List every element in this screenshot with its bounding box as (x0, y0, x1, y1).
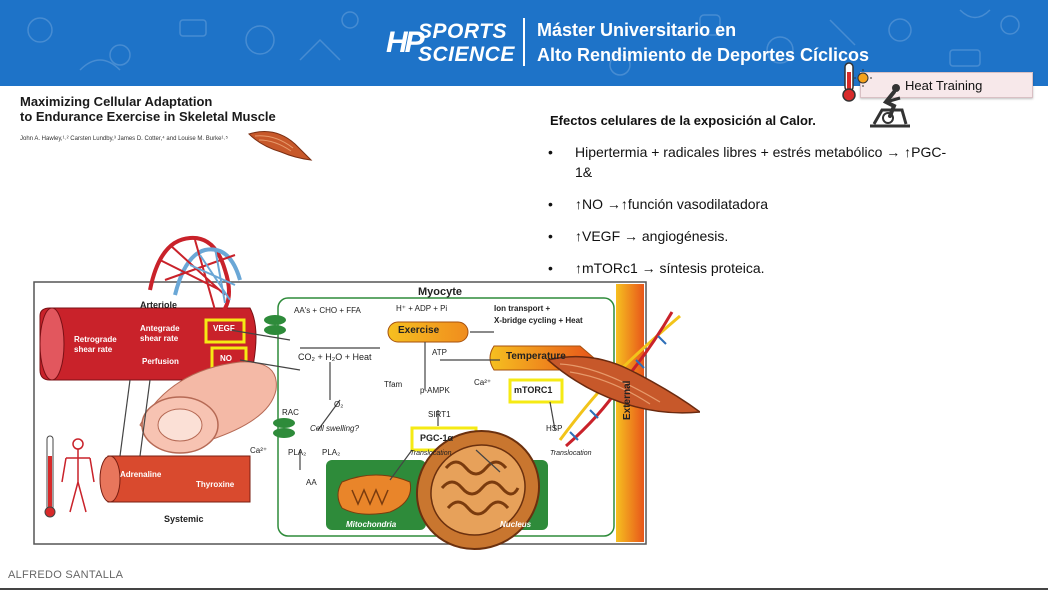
logo-line-2: SCIENCE (418, 43, 515, 66)
bullet: • (548, 196, 553, 212)
o2-label: O₂ (334, 400, 344, 409)
heat-training-label: Heat Training (905, 78, 983, 93)
header-banner: HP SPORTS SCIENCE Máster Universitario e… (0, 0, 1048, 86)
atp-label: ATP (432, 348, 447, 357)
header-divider (523, 18, 525, 66)
exercise-label: Exercise (398, 325, 440, 336)
xbridge-label: X-bridge cycling + Heat (494, 316, 583, 325)
cell-swelling-label: Cell swelling? (310, 424, 359, 433)
logo-mark: HP (386, 26, 425, 59)
external-label: External (622, 380, 633, 420)
thyroxine-label: Thyroxine (196, 480, 235, 489)
cyclist-icon (870, 84, 910, 128)
co2-h2o-heat-label: CO₂ + H₂O + Heat (298, 352, 372, 362)
translocation-right-label: Translocation (550, 450, 592, 457)
master-title-line-1: Máster Universitario en (537, 20, 737, 40)
aa-cho-ffa-label: AA's + CHO + FFA (294, 306, 361, 315)
ca2-left-label: Ca²⁺ (250, 446, 268, 455)
effect-text: ↑VEGF → angiogénesis. (575, 228, 729, 244)
effects-list: • Hipertermia + radicales libres + estrés… (548, 142, 948, 290)
mtorc1-label: mTORC1 (514, 385, 553, 395)
systemic-label: Systemic (164, 514, 204, 524)
temperature-label: Temperature (506, 351, 566, 362)
effect-item: • ↑VEGF → angiogénesis. (548, 226, 948, 246)
aa-label: AA (306, 478, 317, 487)
bullet: • (548, 228, 553, 244)
cellular-adaptation-figure: Myocyte Arteriole Retrograde shear rate … (0, 220, 700, 560)
sports-science-logo: HP SPORTS SCIENCE (386, 18, 515, 68)
effect-item: • ↑mTORc1 → síntesis proteica. (548, 258, 948, 278)
antegrade-label: Antegrade shear rate (140, 324, 180, 343)
mitochondria-label: Mitochondria (346, 520, 397, 529)
heat-training-tab[interactable]: Heat Training (860, 72, 1033, 98)
bullet: • (548, 260, 553, 276)
footer-line (0, 588, 1048, 590)
tfam-label: Tfam (384, 380, 403, 389)
paper-authors: John A. Hawley,¹˒² Carsten Lundby,³ Jame… (20, 136, 228, 142)
sport-pattern-background (27, 9, 1020, 76)
perfusion-label: Perfusion (142, 357, 179, 366)
paper-title-line-2: to Endurance Exercise in Skeletal Muscle (20, 109, 276, 124)
effect-text: Hipertermia + radicales libres + estrés … (575, 144, 947, 180)
paper-title: Maximizing Cellular Adaptation to Endura… (20, 94, 320, 124)
p-ampk-label: p-AMPK (420, 386, 450, 395)
arteriole-label: Arteriole (140, 300, 178, 310)
paper-title-line-1: Maximizing Cellular Adaptation (20, 94, 213, 109)
figure-graphics (33, 235, 700, 551)
pgc1a-label: PGC-1α (420, 433, 454, 443)
myocyte-label: Myocyte (418, 286, 463, 298)
muscle-icon (248, 131, 313, 161)
effect-item: • ↑NO →↑función vasodilatadora (548, 194, 948, 214)
nucleus-label: Nucleus (500, 520, 532, 529)
thermometer-icon (842, 62, 872, 102)
rac-label: RAC (282, 408, 299, 417)
no-label: NO (220, 354, 232, 363)
author-name: ALFREDO SANTALLA (8, 569, 124, 581)
translocation-left-label: Translocation (410, 450, 452, 457)
hsp-label: HSP (546, 424, 563, 433)
effect-text: ↑mTORc1 → síntesis proteica. (575, 260, 765, 276)
logo-line-1: SPORTS (418, 20, 507, 43)
h-adp-pi-label: H⁺ + ADP + Pi (396, 304, 448, 313)
effects-title: Efectos celulares de la exposición al Ca… (550, 113, 816, 128)
effect-text: ↑NO →↑función vasodilatadora (575, 196, 768, 212)
effect-item: • Hipertermia + radicales libres + estrés… (548, 142, 948, 182)
ca2-right-label: Ca²⁺ (474, 378, 492, 387)
master-title: Máster Universitario en Alto Rendimiento… (537, 18, 869, 68)
pla2-label-b: PLA₂ (322, 448, 341, 457)
bullet: • (548, 144, 553, 160)
ion-transport-label: Ion transport + (494, 304, 551, 313)
retrograde-label: Retrograde shear rate (74, 335, 117, 354)
adrenaline-label: Adrenaline (120, 470, 162, 479)
sirt1-label: SIRT1 (428, 410, 451, 419)
pla2-label-a: PLA₂ (288, 448, 307, 457)
vegf-label: VEGF (213, 324, 235, 333)
master-title-line-2: Alto Rendimiento de Deportes Cíclicos (537, 45, 870, 65)
